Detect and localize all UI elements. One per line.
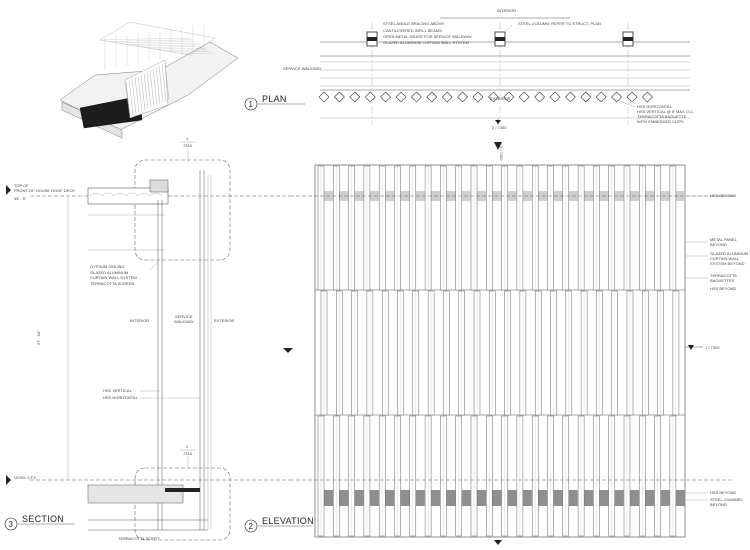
steel-column <box>622 31 634 47</box>
callout-number: 2 <box>186 444 189 449</box>
plan-note: GLAZED ALUMINUM CURTAIN WALL SYSTEM <box>383 40 469 45</box>
section-interior-label: INTERIOR <box>130 318 149 323</box>
baguette-plan <box>349 91 361 103</box>
section-level-marker: LEVEL 3 F.F. <box>14 475 37 480</box>
callout-number: 1 <box>186 136 189 141</box>
plan-number-bubble <box>244 97 258 111</box>
baguette-plan <box>611 91 623 103</box>
elevation-ref-side: 1 / 7300 <box>705 345 720 350</box>
baguette-plan <box>395 91 407 103</box>
section-exterior-label: EXTERIOR <box>214 318 235 323</box>
section-detail-callout-bottom <box>134 467 231 541</box>
elevation-note: HSS BEYOND <box>710 490 736 495</box>
section-arrow-bottom <box>494 540 502 545</box>
plan-number: 1 <box>249 100 254 109</box>
elevation-note: HSS BEYOND <box>710 286 736 291</box>
baguette-plan <box>441 91 453 103</box>
baguette-plan <box>364 91 376 103</box>
plan-note: CANTILEVERED INFILL BEAMS <box>383 28 442 33</box>
plan-title: PLAN <box>262 94 287 104</box>
section-title: SECTION <box>22 514 64 524</box>
baguette-plan <box>534 91 546 103</box>
baguette-plan <box>318 91 330 103</box>
axonometric-key-view <box>59 21 239 139</box>
elevation-number-bubble <box>244 519 258 533</box>
elevation-number: 2 <box>249 522 254 531</box>
steel-column <box>366 31 378 47</box>
elevation-note: METAL PANEL <box>710 237 738 242</box>
section-arrow-right <box>688 345 694 350</box>
plan-note: WITH EMBEDDED CLIPS <box>637 119 684 124</box>
section-walkway-label: SERVICE <box>175 314 193 319</box>
section-elevation-marker: FRONT-OF-HOUSE ROOF DECK <box>14 188 75 193</box>
section-arrow-left <box>283 348 293 353</box>
section-note: HSS VERTICAL <box>103 388 133 393</box>
plan-note: HSS HORIZONTAL <box>637 104 673 109</box>
baguette-plan <box>426 91 438 103</box>
plan-note: OPEN METAL GRATE FOR SERVICE WALKWAY <box>383 34 472 39</box>
baguette-plan <box>457 91 469 103</box>
baguette-plan <box>549 91 561 103</box>
elevation-note: TERRACOTTA <box>710 273 737 278</box>
baguette-plan <box>518 91 530 103</box>
baguette-plan <box>333 91 345 103</box>
elevation-note: STEEL CHANNEL <box>710 497 744 502</box>
plan-interior-label: INTERIOR <box>497 8 516 13</box>
section-note: HSS HORIZONTAL <box>103 395 139 400</box>
section-number-bubble <box>4 517 18 531</box>
svg-text:27' - 10": 27' - 10" <box>36 330 41 345</box>
section-walkway-label: WALKWAY <box>174 319 194 324</box>
callout-sheet: 7315 <box>183 143 193 148</box>
baguette-plan <box>472 91 484 103</box>
elevation-note: BAGUETTES <box>710 278 735 283</box>
baguette-plan <box>380 91 392 103</box>
elevation-frame <box>314 164 686 538</box>
terracotta-baguettes-elevation <box>317 165 680 537</box>
section-view: 27' - 10" TOP OF FRONT-OF-HOUSE ROOF DEC… <box>4 136 290 541</box>
section-arrow-top <box>494 142 502 150</box>
elevation-note: GLAZED ALUMINUM <box>710 251 748 256</box>
plan-section-ref: 2 / 7300 <box>492 125 507 130</box>
callout-sheet: 7315 <box>183 451 193 456</box>
elevation-note: SYSTEM BEYOND <box>710 261 745 266</box>
baguette-plan <box>595 91 607 103</box>
section-number: 3 <box>9 520 14 529</box>
elevation-note: CURTAIN WALL <box>710 256 740 261</box>
baguette-plan <box>626 91 638 103</box>
elevation-note: BEYOND <box>710 242 727 247</box>
section-elevation-marker: TOP OF <box>14 183 29 188</box>
section-note: GYPSUM CEILING <box>90 264 124 269</box>
plan-note: TERRACOTTA BAGUETTE <box>637 114 687 119</box>
steel-column <box>494 31 506 47</box>
plan-note: STEEL COLUMN; REFER TO STRUCT. PLAN <box>518 21 601 26</box>
elevation-note: HSS BEYOND <box>710 193 736 198</box>
plan-note: STEEL ANGLE BRACING ABOVE <box>383 21 444 26</box>
plan-note: HSS VERTICAL @ 8' MAX O.C. <box>637 109 694 114</box>
terracotta-baguettes-plan <box>318 91 653 103</box>
baguette-plan <box>564 91 576 103</box>
baguette-plan <box>487 91 499 103</box>
section-elevation-marker: 45' - 5" <box>14 196 27 201</box>
baguette-plan <box>580 91 592 103</box>
elevation-ref-top: 3 / 7300 <box>499 146 504 161</box>
baguette-plan <box>503 91 515 103</box>
elevation-note: BEYOND <box>710 502 727 507</box>
section-detail-callout-top <box>134 159 231 261</box>
elevation-title: ELEVATION <box>262 516 314 526</box>
baguette-plan <box>641 91 653 103</box>
section-note: TERRACOTTA SOFFIT <box>118 536 160 541</box>
baguette-plan <box>410 91 422 103</box>
section-note: GLAZED ALUMINUM <box>90 270 128 275</box>
plan-view: INTERIOR EXTERIOR SERVICE WALKWAY STEEL … <box>244 8 694 130</box>
plan-exterior-label: EXTERIOR <box>490 96 511 101</box>
elevation-view: 3 / 7300 1 / 7300 HSS BEYOND METAL PANEL… <box>244 142 748 545</box>
plan-walkway-label: SERVICE WALKWAY <box>283 66 322 71</box>
section-note: TERRACOTTA SCREEN <box>90 281 134 286</box>
section-note: CURTAIN WALL SYSTEM <box>90 275 137 280</box>
